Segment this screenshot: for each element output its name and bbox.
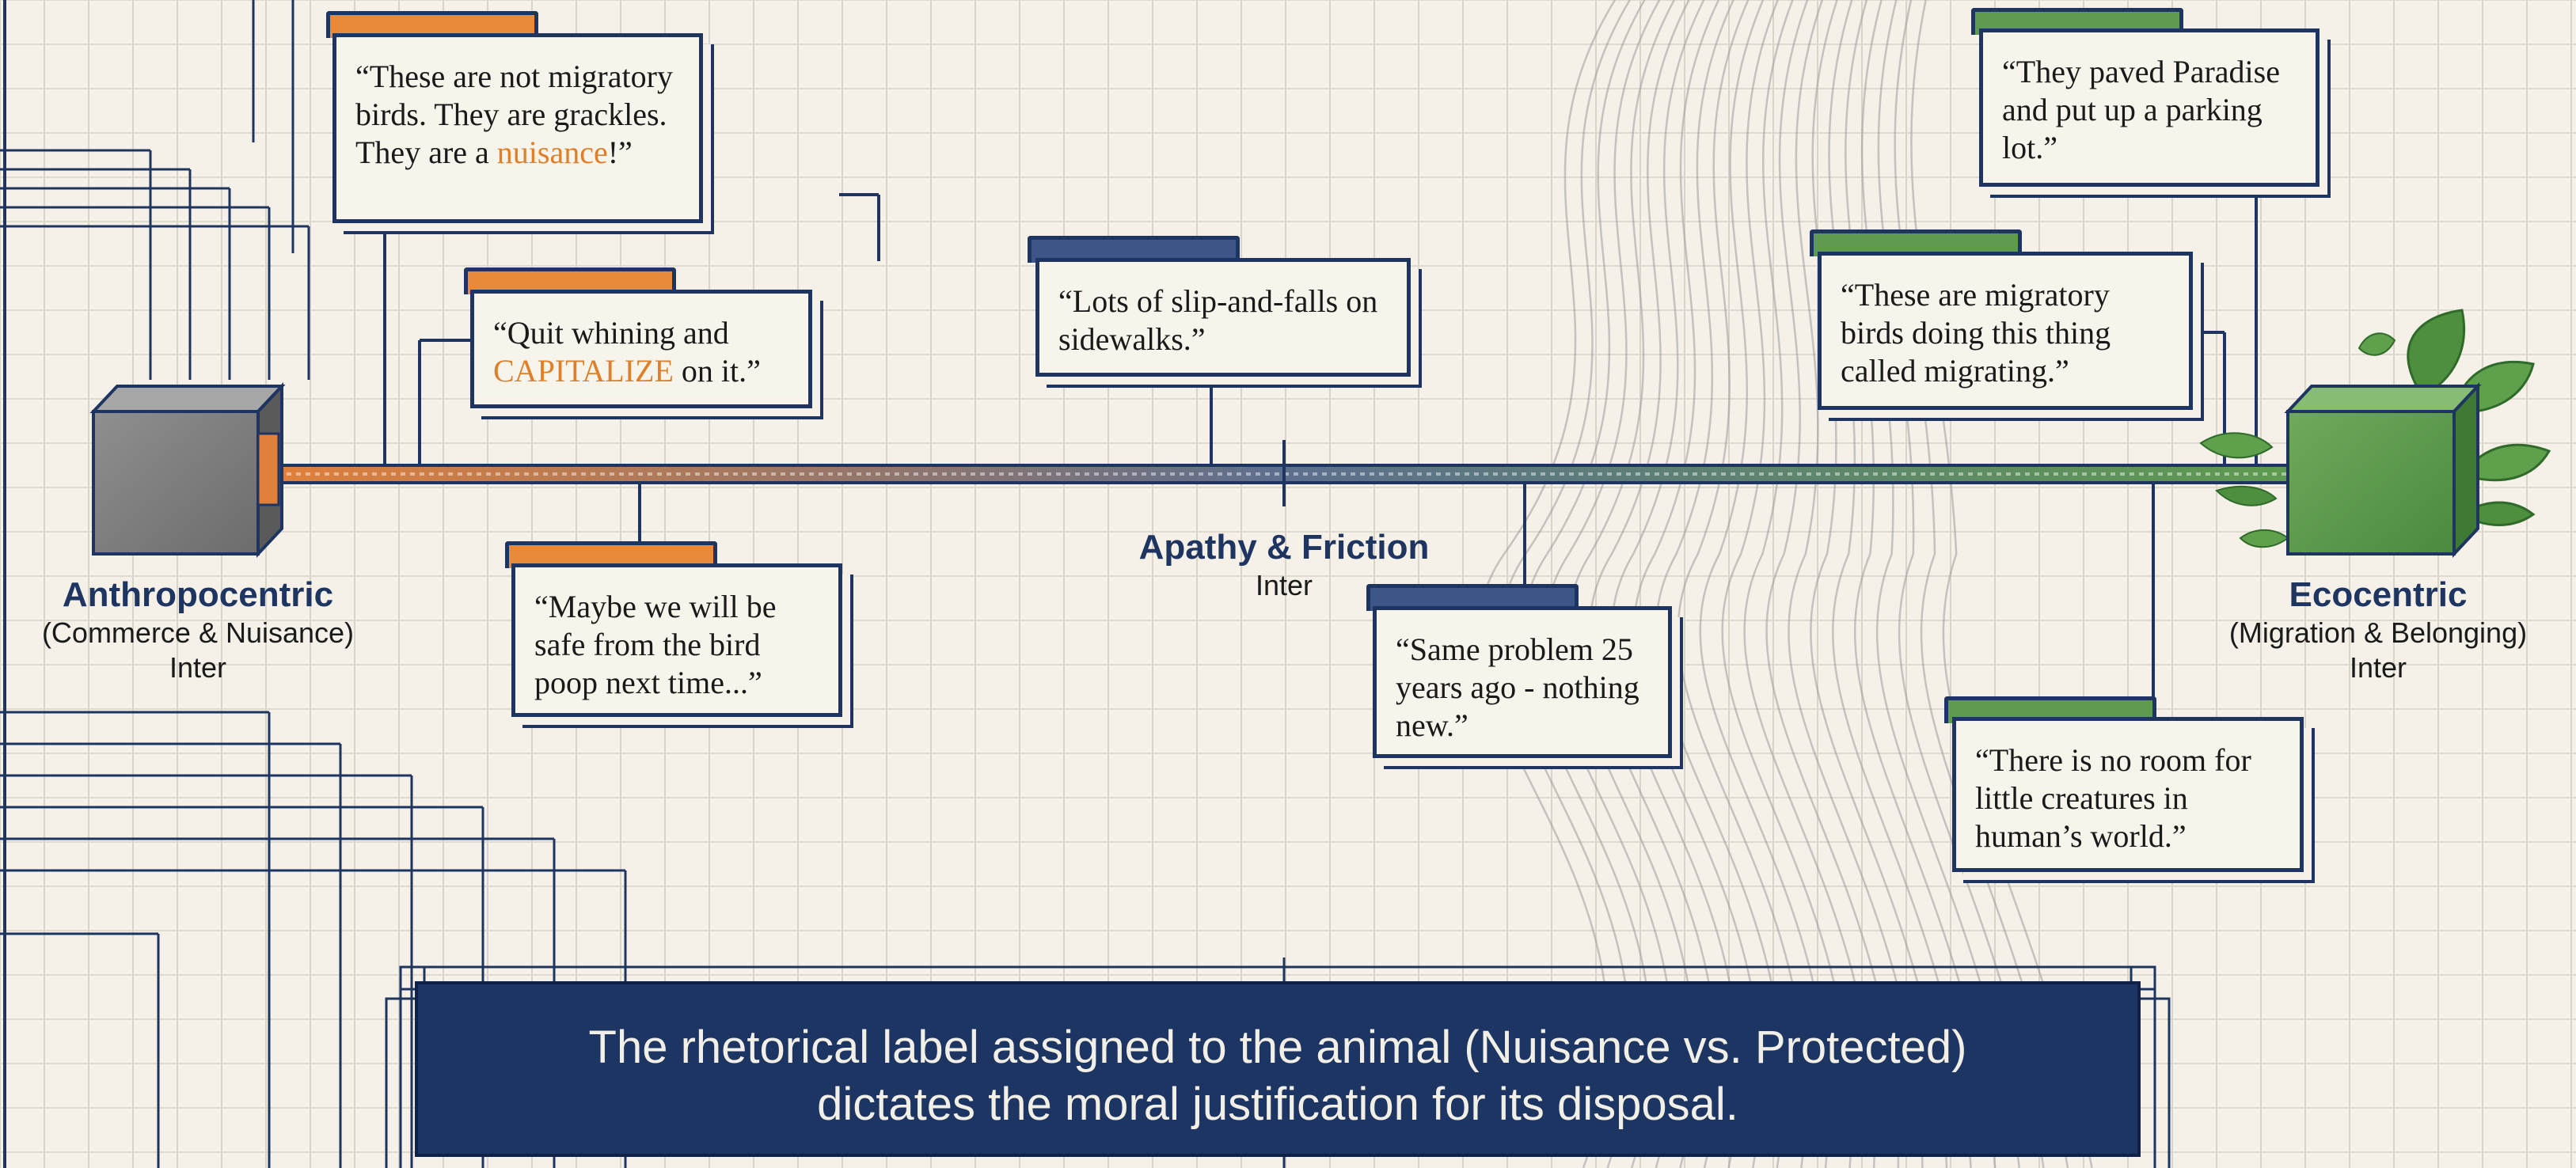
contour-line [1860,0,2021,1168]
quote-text: “Maybe we will be safe from the bird poo… [534,589,777,700]
contour-line [1828,0,1972,1168]
ecocentric-cube [2199,309,2551,559]
contour-line [1877,0,2045,1168]
anthropocentric-cube [89,381,286,559]
contour-lines [1478,0,2093,1168]
left-frame-lines [0,0,627,1168]
quote-text: “Same problem 25 years ago - nothing new… [1396,631,1639,743]
pole-apathy: Apathy & Friction Inter [1086,527,1482,603]
contour-line [1544,0,1674,1168]
pole-font-label: Inter [2349,651,2407,684]
contour-line [1765,0,1900,1168]
quote-card-migrating: “These are migratory birds doing this th… [1818,252,2193,410]
quote-card-bird-poop: “Maybe we will be safe from the bird poo… [511,563,842,717]
quote-card-paved-paradise: “They paved Paradise and put up a parkin… [1979,28,2320,187]
contour-line [1632,0,1762,1168]
quote-card-nuisance: “These are not migratory birds. They are… [332,33,703,223]
quote-text: “Quit whining and [493,315,729,351]
pole-font-label: Inter [169,651,227,684]
contour-line [1788,0,1924,1168]
pole-font-label: Inter [1255,569,1313,601]
contour-line [1699,0,1829,1168]
contour-line [1566,0,1696,1168]
quote-text: “These are not migratory birds. They are… [355,59,673,170]
contour-line [1894,0,2069,1168]
banner-line-1: The rhetorical label assigned to the ani… [588,1022,1967,1073]
quote-highlight: nuisance [496,135,608,170]
pole-subtitle: (Migration & Belonging) [2228,616,2528,649]
pole-subtitle: (Commerce & Nuisance) [41,616,355,649]
pole-ecocentric: Ecocentric (Migration & Belonging) Inter [2180,575,2576,685]
quote-text: “They paved Paradise and put up a parkin… [2002,54,2280,165]
quote-text-end: on it.” [673,353,761,389]
contour-line [1522,0,1653,1168]
quote-card-capitalize: “Quit whining and CAPITALIZE on it.” [470,290,812,408]
contour-line [1910,0,2093,1168]
contour-line [1721,0,1852,1168]
contour-line [1610,0,1740,1168]
contour-line [1743,0,1876,1168]
quote-text: “There is no room for little creatures i… [1975,742,2251,854]
quote-highlight: CAPITALIZE [493,353,674,389]
contour-line [1810,0,1948,1168]
contour-line [1655,0,1784,1168]
quote-card-same-problem: “Same problem 25 years ago - nothing new… [1373,606,1672,758]
contour-line [1478,0,1617,1168]
contour-line [1845,0,1997,1168]
quote-text-end: !” [607,135,633,170]
quote-text: “Lots of slip-and-falls on sidewalks.” [1058,283,1378,357]
pole-anthropocentric: Anthropocentric (Commerce & Nuisance) In… [0,575,396,685]
banner-line-2: dictates the moral justification for its… [817,1079,1738,1130]
contour-line [1588,0,1718,1168]
contour-line [1677,0,1807,1168]
pole-name: Ecocentric [2289,575,2468,614]
quote-text: “These are migratory birds doing this th… [1841,277,2111,389]
pole-name: Apathy & Friction [1138,528,1430,567]
quote-card-no-room: “There is no room for little creatures i… [1952,717,2304,872]
conclusion-banner: The rhetorical label assigned to the ani… [415,981,2141,1157]
pole-name: Anthropocentric [62,575,334,614]
quote-card-slip-and-falls: “Lots of slip-and-falls on sidewalks.” [1035,258,1411,377]
